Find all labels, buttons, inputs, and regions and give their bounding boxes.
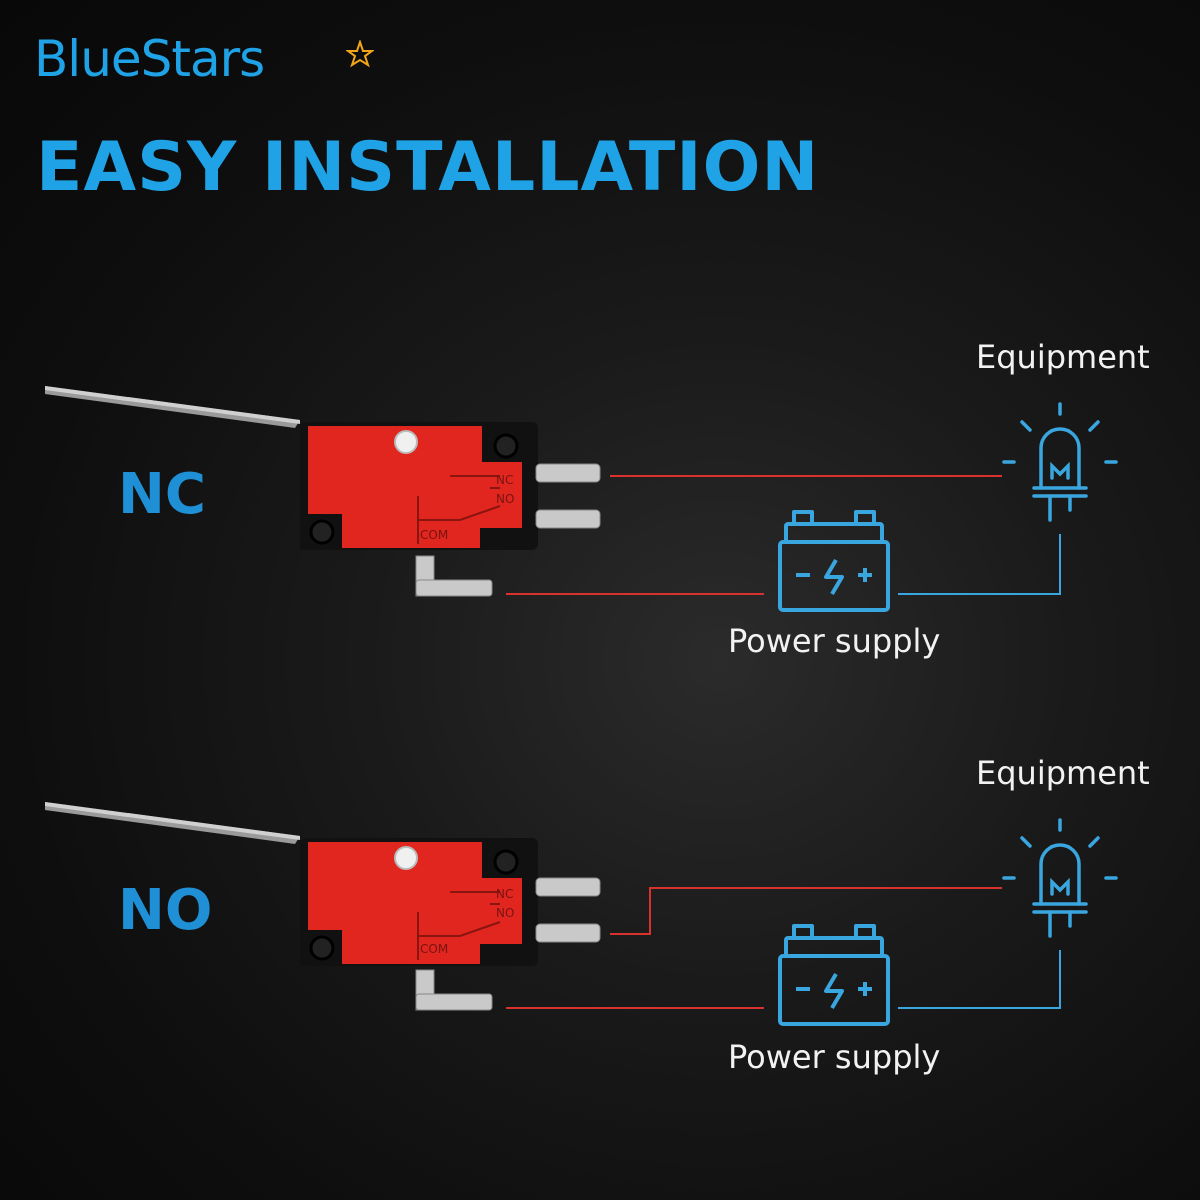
wire-no-equipment xyxy=(610,887,1002,935)
star-icon xyxy=(346,40,374,68)
com-marking-no: COM xyxy=(420,942,448,956)
led-icon xyxy=(1002,818,1118,938)
equipment-label-no: Equipment xyxy=(976,754,1150,792)
equipment-label-nc: Equipment xyxy=(976,338,1150,376)
switch-terminals-no xyxy=(415,877,601,1011)
nc-mode-label: NC xyxy=(118,462,206,527)
wire-battery-led-no xyxy=(898,950,1061,1009)
no-marking-1: NO xyxy=(496,492,514,506)
page-title: EASY INSTALLATION xyxy=(36,128,820,207)
nc-marking-2: NC xyxy=(496,887,513,901)
power-supply-label-nc: Power supply xyxy=(728,622,941,660)
battery-icon xyxy=(778,510,890,612)
microswitch-no xyxy=(43,800,540,968)
switch-terminals-nc xyxy=(415,463,601,597)
no-marking-2: NO xyxy=(496,906,514,920)
wire-battery-led-nc xyxy=(898,534,1061,595)
led-icon xyxy=(1002,402,1118,522)
nc-marking-1: NC xyxy=(496,473,513,487)
brand-logo: BlueStars xyxy=(34,30,265,88)
com-marking-nc: COM xyxy=(420,528,448,542)
battery-icon xyxy=(778,924,890,1026)
microswitch-nc xyxy=(43,384,540,552)
no-mode-label: NO xyxy=(118,878,213,943)
power-supply-label-no: Power supply xyxy=(728,1038,941,1076)
